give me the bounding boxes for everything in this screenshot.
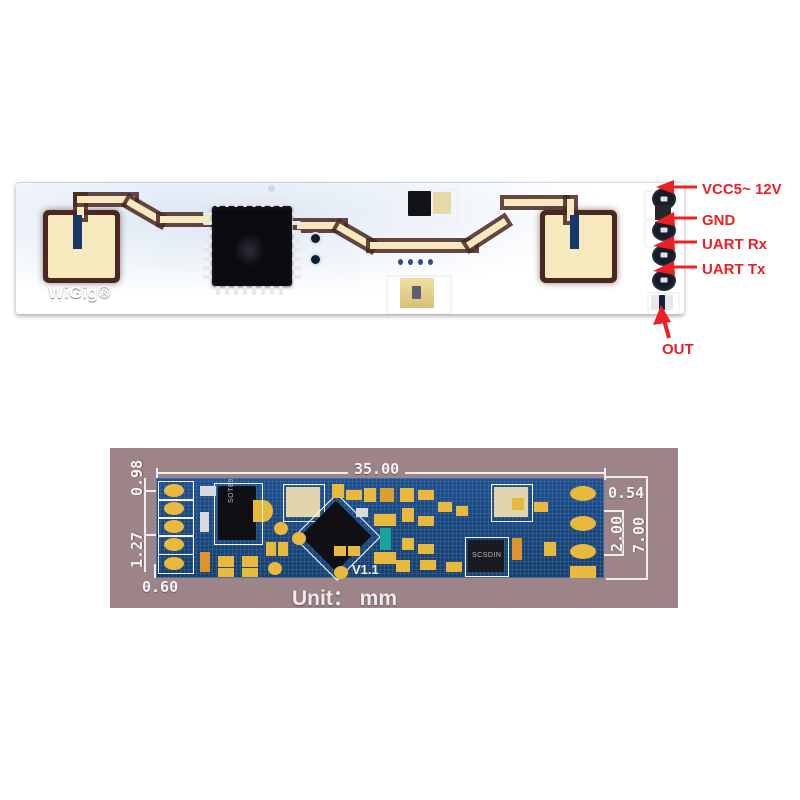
dimension-pad-offset: 0.54 [608,484,645,502]
dimline-padwidth-tick-l [154,564,156,578]
trace-feed-right-diag [466,218,508,249]
connector-out-gap [659,295,665,310]
connector-frame-out [647,292,680,314]
dimline-left-tick-b [144,534,166,536]
drawing-pad-5 [164,557,184,570]
dimline-length-tick-r [604,468,606,480]
drawing-edge-pad-4 [570,566,596,578]
drawing-cap-teal [380,528,391,550]
shielded-module-frame [465,537,509,577]
drawing-pad-3 [164,520,184,533]
sot89-tab-pad [253,500,273,522]
unit-caption: Unit： mm [292,587,397,610]
trace-feed-left-h2 [160,216,216,223]
pcb-substrate: WiGig® [16,182,684,314]
drawing-pad-1 [164,484,184,497]
connector-pad-gnd [652,220,676,241]
dimension-pad-width: 0.60 [142,578,179,596]
smd-component-top [408,191,431,216]
drawing-pad-frame-3 [158,517,194,537]
dimension-pad-pitch-left: 1.27 [128,531,146,568]
dimension-width: 7.00 [630,516,648,553]
silkscreen-version: V1.1 [352,562,379,577]
dimline-pitch-r-top [604,510,624,512]
drawing-edge-pad-2 [570,516,596,531]
pin-label-uart-rx: UART Rx [702,236,768,253]
drawing-edge-pad-1 [570,486,596,501]
trace-feed-left-h [77,196,135,203]
pcb-top-photograph: WiGig® [16,182,684,314]
drawing-pad-4 [164,538,184,551]
sot89-regulator [218,486,256,540]
dimline-left-v [144,478,146,572]
drawing-pad-frame-1 [158,481,194,501]
antenna-slot-right [570,215,579,249]
drawing-pad-frame-2 [158,499,194,519]
silkscreen-brand: WiGig® [48,283,111,302]
radar-soc-chip [212,206,292,286]
drawing-pad-2 [164,502,184,515]
smd-pad-top-right [433,192,451,214]
dimline-left-tick-a [144,490,166,492]
connector-pad-tx [652,270,676,291]
pcb-dimension-drawing: SOT89 SCSDIN [110,448,678,610]
led-die [412,286,421,299]
dimline-width-top [606,476,648,478]
dimension-pad-pitch-right: 2.00 [608,515,626,552]
crystal-right-frame [491,484,533,522]
trace-feed-mid-h [297,222,344,229]
connector-pad-rx [652,245,676,266]
shielded-module-marking: SCSDIN [472,552,502,559]
sot89-frame [214,483,263,545]
drawing-pad-frame-5 [158,554,194,574]
trace-feed-mid-diag [336,223,375,250]
drawing-edge-pad-3 [570,544,596,559]
trace-feed-left-diag [126,198,165,225]
dimline-pitch-r [622,510,624,556]
shielded-module [468,540,504,572]
smd-frame-bottom [386,275,452,314]
drawing-smd-a [374,514,396,526]
drawing-pad-frame-4 [158,535,194,555]
pcb-drawing-substrate: SOT89 SCSDIN [156,478,604,581]
antenna-slot-left [73,215,82,249]
drawing-smd-b [374,552,396,564]
trace-feed-right-v [567,199,574,221]
smd-frame-top [394,188,458,224]
dimline-width-v [646,476,648,580]
trace-feed-left-v [77,196,84,218]
pin-label-out: OUT [662,341,694,358]
dimline-pitch-r-bot [604,554,624,556]
dimline-width-bot [606,578,648,580]
pin-label-gnd: GND [702,212,736,229]
pin-label-vcc: VCC5~ 12V [702,181,782,198]
pin-label-uart-tx: UART Tx [702,261,766,278]
trace-feed-right-h [504,199,566,206]
dimension-pad-edge: 0.98 [128,459,146,496]
dimension-length: 35.00 [348,460,406,478]
crystal-left-frame [283,484,325,522]
dimline-length-tick-l [156,468,158,480]
crystal-left [286,487,320,517]
trace-feed-mid-h2 [370,242,475,249]
